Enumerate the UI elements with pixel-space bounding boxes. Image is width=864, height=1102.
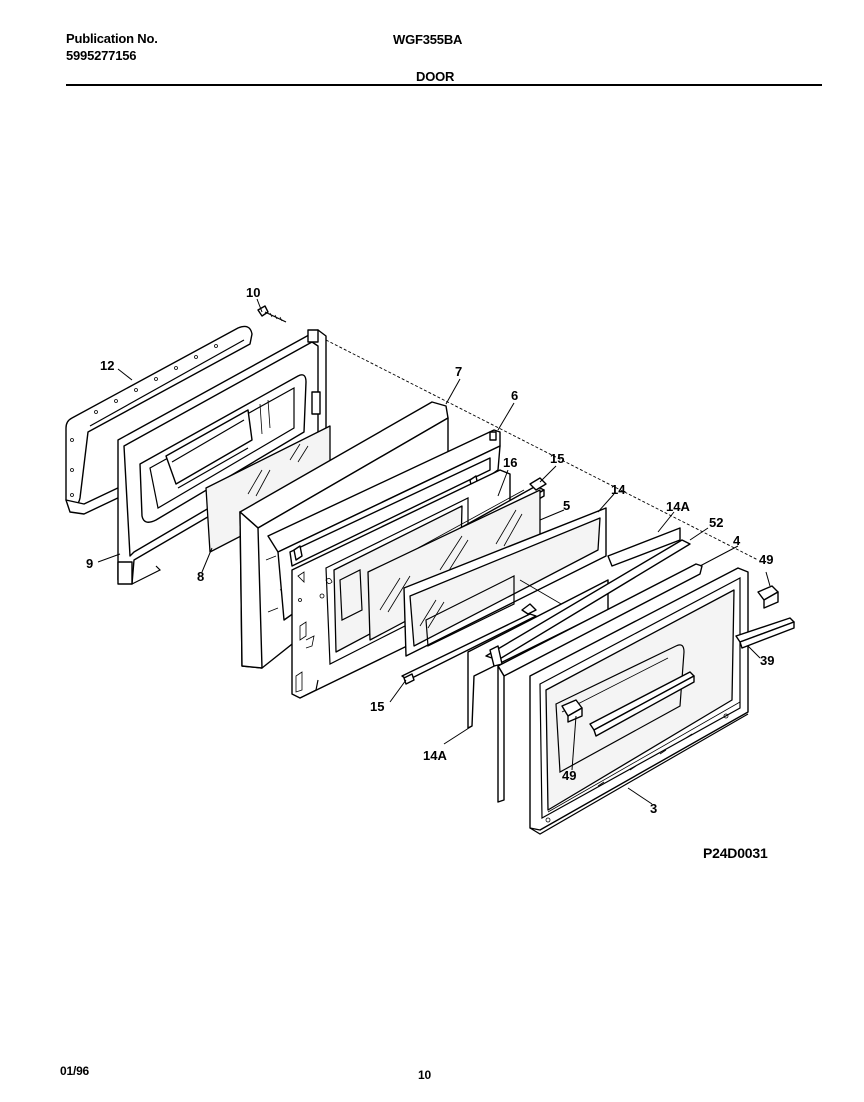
page-number: 10 <box>418 1068 431 1082</box>
part-gasket <box>65 325 253 515</box>
callout-6: 6 <box>511 388 518 403</box>
callout-5: 5 <box>563 498 570 513</box>
callout-49-top: 49 <box>759 552 773 567</box>
diagram-code: P24D0031 <box>703 845 768 861</box>
footer-date: 01/96 <box>60 1064 90 1078</box>
part-retainer-bottom <box>401 603 537 685</box>
callout-52: 52 <box>709 515 723 530</box>
part-door-trim <box>497 563 703 803</box>
section-title: DOOR <box>416 69 455 84</box>
publication-number: 5995277156 <box>66 48 137 63</box>
callout-14: 14 <box>611 482 626 497</box>
part-door-liner <box>117 329 327 585</box>
callout-14a-top: 14A <box>666 499 690 514</box>
model-number: WGF355BA <box>393 32 463 47</box>
header-divider <box>66 84 822 86</box>
callout-4: 4 <box>733 533 741 548</box>
callout-9: 9 <box>86 556 93 571</box>
callout-14a-bottom: 14A <box>423 748 447 763</box>
part-handle-cap <box>561 585 779 723</box>
leader-lines <box>97 298 771 805</box>
callout-8: 8 <box>197 569 204 584</box>
callout-3: 3 <box>650 801 657 816</box>
callout-49-bottom: 49 <box>562 768 576 783</box>
callout-12: 12 <box>100 358 114 373</box>
callout-15-top: 15 <box>550 451 564 466</box>
part-outer-glass <box>403 507 607 657</box>
publication-label: Publication No. <box>66 31 158 46</box>
callout-7: 7 <box>455 364 462 379</box>
callout-10: 10 <box>246 285 260 300</box>
assembly-axis <box>325 339 759 561</box>
callout-16: 16 <box>503 455 517 470</box>
part-screw <box>257 305 287 323</box>
part-outer-door <box>529 567 749 835</box>
callout-15-bottom: 15 <box>370 699 384 714</box>
callout-39: 39 <box>760 653 774 668</box>
part-handle <box>735 617 795 649</box>
